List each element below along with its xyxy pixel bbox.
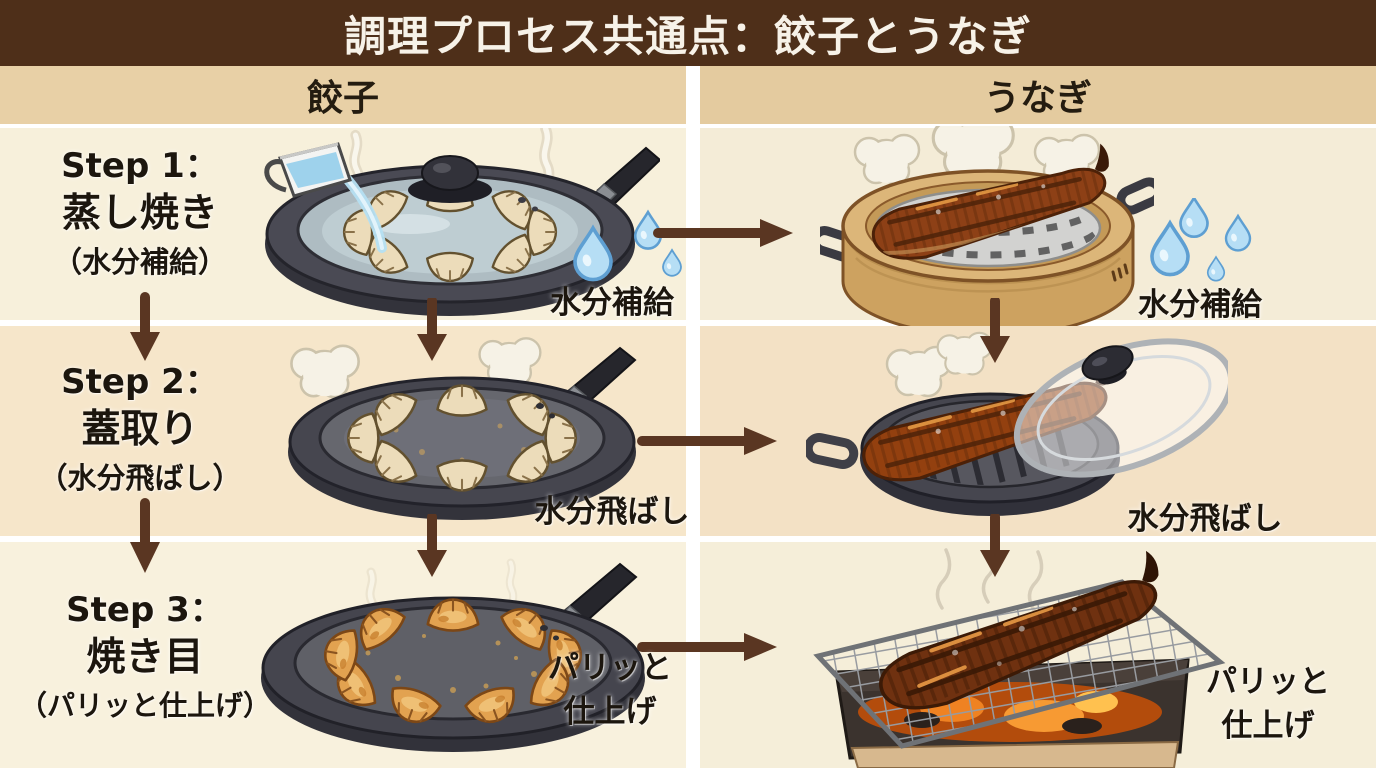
column-header-gyoza: 餃子: [0, 66, 686, 124]
gyoza-uncovered-illustration: [288, 337, 637, 520]
down-arrow-icon: [980, 514, 1010, 577]
step3-name: 焼き目: [86, 634, 204, 680]
down-arrow-icon: [130, 292, 160, 361]
right-arrow-icon: [637, 427, 777, 455]
right-arrow-icon: [637, 633, 777, 661]
column-header-unagi-label: うなぎ: [983, 78, 1092, 119]
step3-title: Step 3：: [66, 590, 224, 630]
page-title: 調理プロセス共通点：餃子とうなぎ: [343, 11, 1032, 61]
annotation-crisp-gyoza-line2: 仕上げ: [563, 694, 657, 731]
step2-name: 蓋取り: [81, 406, 199, 452]
column-header-gyoza-label: 餃子: [306, 78, 379, 119]
down-arrow-icon: [417, 298, 447, 361]
step1-sub: （水分補給）: [52, 244, 227, 279]
gyoza-crisp-illustration: [261, 548, 645, 752]
annotation-moisture-supply-unagi: 水分補給: [1138, 287, 1262, 323]
down-arrow-icon: [417, 514, 447, 577]
column-header-unagi: うなぎ: [700, 66, 1376, 124]
step3-sub: （パリッと仕上げ）: [18, 688, 271, 722]
annotation-moisture-supply-gyoza: 水分補給: [550, 285, 674, 321]
unagi-steamer-illustration: [820, 126, 1154, 326]
down-arrow-icon: [130, 498, 160, 573]
unagi-charcoal-grill-illustration: [813, 544, 1226, 768]
right-arrow-icon: [653, 219, 793, 247]
step1-name: 蒸し焼き: [61, 190, 218, 236]
annotation-moisture-off-unagi: 水分飛ばし: [1127, 501, 1283, 537]
title-bar: 調理プロセス共通点：餃子とうなぎ: [0, 0, 1376, 66]
step3-label-block: Step 3： 焼き目 （パリッと仕上げ）: [0, 590, 290, 722]
annotation-crisp-gyoza: パリッと 仕上げ: [510, 646, 710, 734]
down-arrow-icon: [980, 298, 1010, 363]
annotation-crisp-unagi-line2: 仕上げ: [1221, 708, 1315, 745]
unagi-pan-lid-illustration: [806, 331, 1228, 516]
annotation-crisp-gyoza-line1: パリッと: [548, 650, 672, 686]
gyoza-steam-fry-illustration: [264, 128, 660, 316]
step2-sub: （水分飛ばし）: [38, 460, 242, 495]
step2-title: Step 2：: [61, 362, 219, 402]
annotation-crisp-unagi: パリッと 仕上げ: [1168, 660, 1368, 748]
step2-label-block: Step 2： 蓋取り （水分飛ばし）: [0, 362, 280, 495]
step1-title: Step 1：: [61, 146, 219, 186]
annotation-crisp-unagi-line1: パリッと: [1206, 664, 1330, 700]
annotation-moisture-off-gyoza: 水分飛ばし: [534, 494, 690, 530]
step1-label-block: Step 1： 蒸し焼き （水分補給）: [0, 146, 280, 279]
